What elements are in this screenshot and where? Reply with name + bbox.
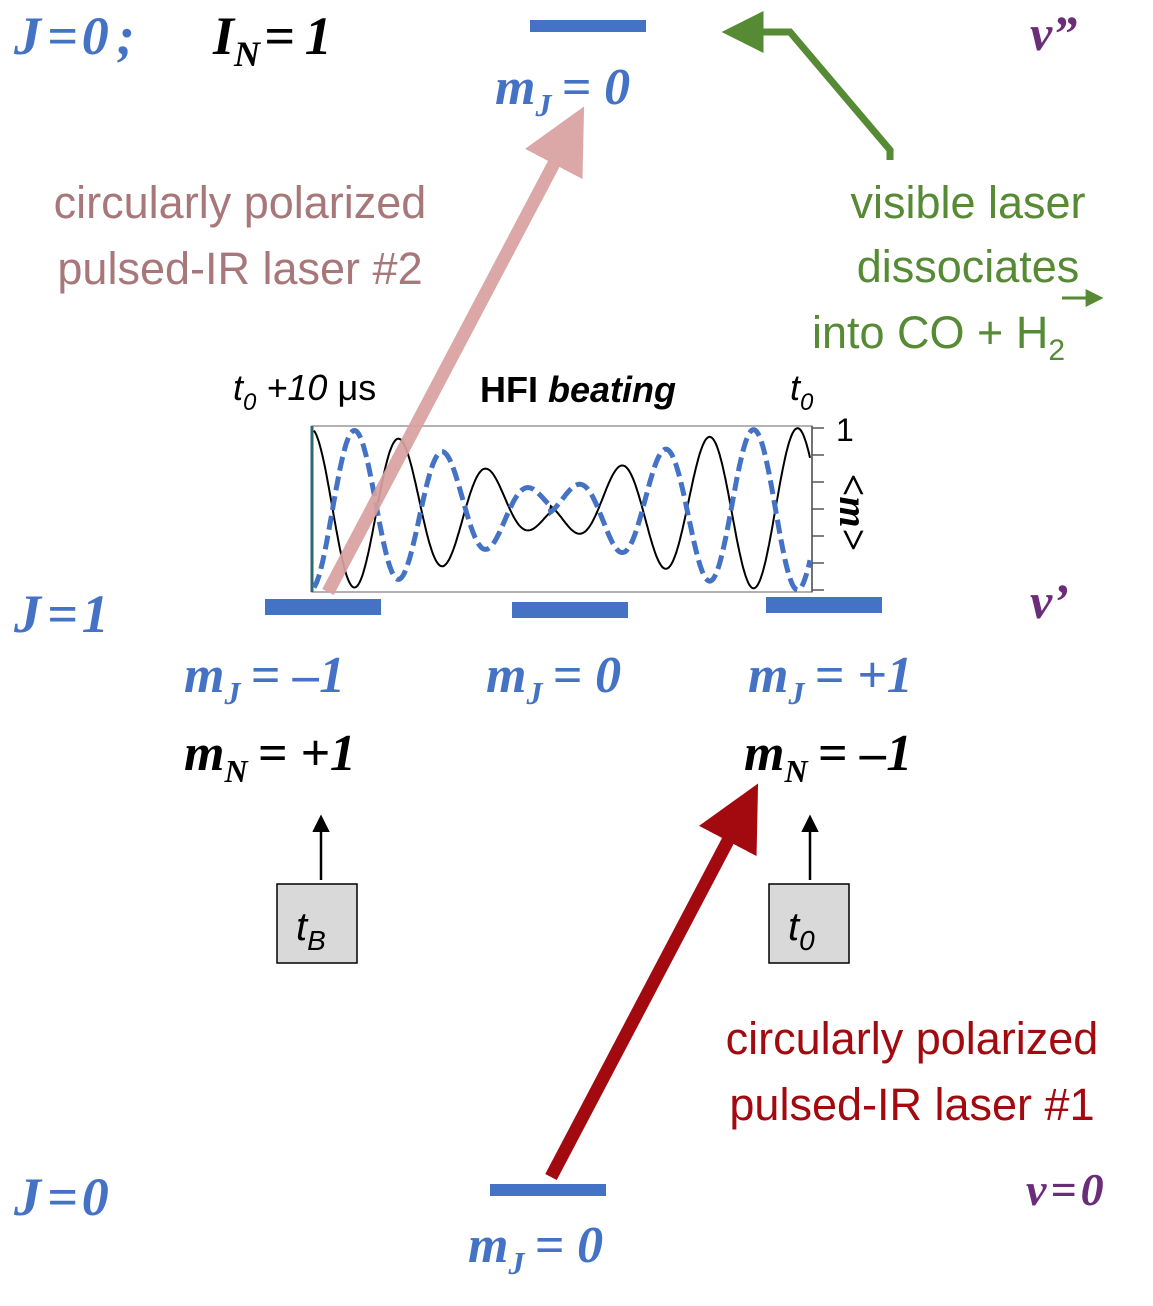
top-vib-label: ν” (1030, 5, 1077, 61)
laser2-label-line2: pulsed-IR laser #2 (57, 243, 422, 294)
beating-plot: 1 <m> (310, 412, 876, 593)
visible-label-line3: into CO + H2 (812, 307, 1065, 367)
beating-axis-label: <m> (831, 474, 876, 551)
middle-J-label: J=1 (13, 584, 109, 644)
beating-ticks (812, 427, 824, 591)
visible-label-line1: visible laser (850, 177, 1085, 228)
visible-laser-arrow (721, 11, 894, 160)
visible-label-line2: dissociates (857, 241, 1080, 292)
tB-box (276, 883, 358, 964)
middle-level-line-plus (766, 597, 882, 613)
bottom-level-line (490, 1184, 606, 1196)
bottom-vib-label: ν=0 (1026, 1164, 1104, 1215)
laser1-label-line2: pulsed-IR laser #1 (729, 1079, 1094, 1130)
middle-mN-minus1: mN= –1 (744, 725, 912, 789)
beating-left-time: t0 +10 μs (233, 367, 376, 416)
top-mJ-label: mJ= 0 (495, 59, 630, 123)
laser2-arrow (322, 106, 585, 596)
beating-title: HFI beating (480, 369, 676, 410)
tB-label: tB (296, 905, 326, 956)
middle-vib-label: ν’ (1030, 573, 1069, 629)
middle-mN-plus1: mN= +1 (184, 725, 356, 789)
beating-plot-frame (311, 425, 813, 593)
top-J-label: J=0; (13, 6, 135, 66)
laser1-arrow (545, 783, 759, 1181)
beating-right-time: t0 (790, 367, 814, 416)
t0-label: t0 (788, 905, 815, 956)
middle-mJ-minus: mJ= –1 (184, 647, 345, 711)
middle-mJ-zero: mJ= 0 (486, 647, 621, 711)
laser2-label-line1: circularly polarized (54, 177, 427, 228)
laser1-label-line1: circularly polarized (726, 1013, 1099, 1064)
middle-level-line-zero (512, 602, 628, 618)
top-IN-label: IN=1 (212, 6, 332, 74)
middle-mJ-plus: mJ= +1 (748, 647, 913, 711)
beating-axis-top: 1 (836, 412, 854, 448)
bottom-J-label: J=0 (13, 1167, 109, 1227)
middle-level-line-minus (265, 599, 381, 615)
t0-box (768, 883, 850, 964)
beating-curve-black (313, 427, 811, 590)
bottom-mJ-label: mJ= 0 (468, 1217, 603, 1281)
beating-curve-blue (311, 427, 813, 593)
top-level-line (530, 20, 646, 32)
